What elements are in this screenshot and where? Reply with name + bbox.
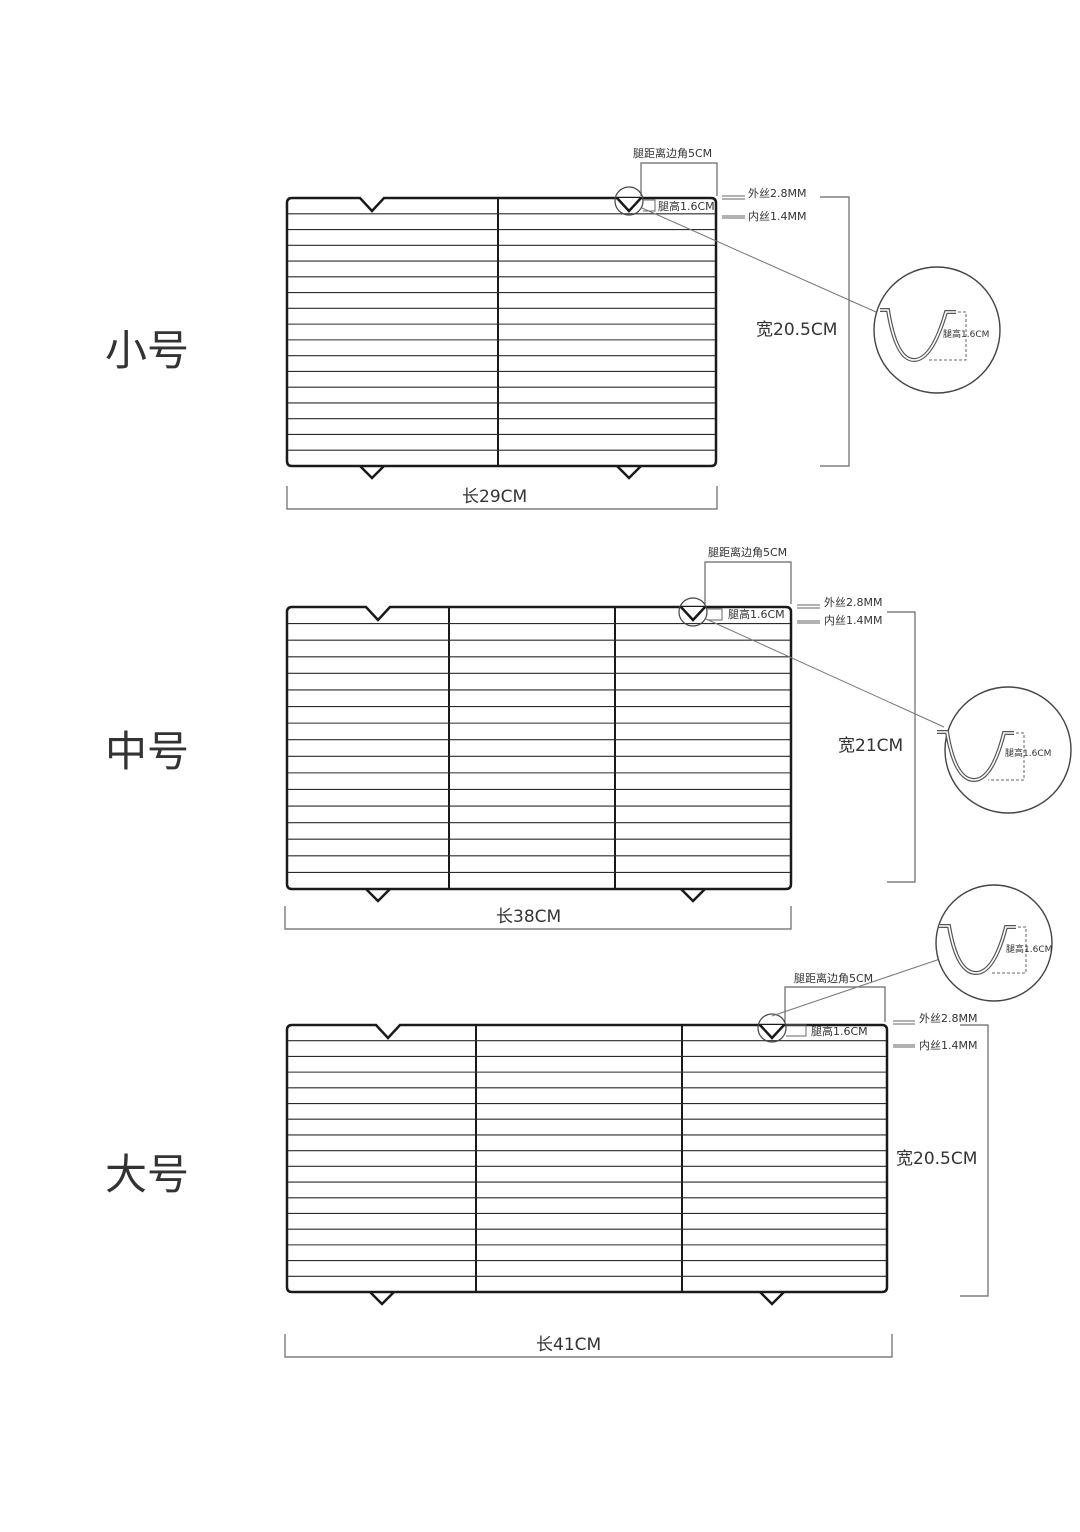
length-dimension-small — [286, 486, 718, 510]
size-label-small: 小号 — [105, 326, 189, 375]
detail-leg-label-large: 腿高1.6CM — [1006, 943, 1052, 955]
rack-leg-notch-small — [616, 197, 642, 213]
rack-foot-small-right — [616, 465, 642, 480]
detail-height-bracket-small — [928, 311, 967, 361]
rack-medium: 中号 长38CM 宽21CM 腿距离边角5CM 腿高1.6CM 外丝2.8MM … — [105, 545, 1072, 930]
rack-foot-small-left — [359, 465, 385, 480]
rack-foot-medium-right — [680, 888, 706, 903]
detail-height-bracket-medium — [988, 732, 1025, 781]
rack-frame-small — [285, 196, 718, 468]
inner-wire-marker-small — [722, 215, 745, 219]
rack-small: 小号 长29CM 宽20.5CM 腿距离边角5CM 腿高1.6CM 外丝2.8M… — [105, 146, 1001, 510]
leg-height-tick-large — [786, 1024, 807, 1037]
detail-leg-curve-inner-medium — [937, 731, 1014, 781]
inner-wire-marker-large — [893, 1044, 915, 1048]
leg-highlight-circle-small — [614, 186, 644, 216]
callout-line-medium — [705, 618, 945, 728]
leg-height-label-large: 腿高1.6CM — [811, 1024, 868, 1038]
width-dimension-large — [960, 1024, 989, 1297]
rack-wires-small — [288, 213, 715, 451]
width-label-medium: 宽21CM — [838, 736, 903, 756]
rack-foot-large-right — [759, 1291, 785, 1306]
detail-leg-label-medium: 腿高1.6CM — [1005, 747, 1051, 759]
leg-offset-bracket-medium — [704, 561, 792, 604]
size-label-medium: 中号 — [105, 727, 189, 776]
outer-wire-label-small: 外丝2.8MM — [748, 187, 806, 200]
outer-wire-marker-small — [722, 195, 745, 200]
rack-frame-large — [285, 1023, 889, 1294]
rack-wires-medium — [288, 623, 790, 873]
width-dimension-medium — [887, 611, 916, 883]
length-dimension-medium — [284, 906, 792, 930]
inner-wire-label-small: 内丝1.4MM — [748, 209, 806, 223]
size-label-large: 大号 — [105, 1150, 189, 1199]
outer-wire-marker-large — [893, 1020, 915, 1025]
length-label-small: 长29CM — [462, 487, 527, 507]
rack-frame-medium — [285, 605, 793, 891]
width-label-large: 宽20.5CM — [896, 1149, 977, 1169]
width-label-small: 宽20.5CM — [756, 320, 837, 340]
detail-circle-large — [935, 884, 1053, 1002]
rack-large: 大号 长41CM 宽20.5CM 腿距离边角5CM 腿高1.6CM 外丝2.8M… — [105, 884, 1053, 1358]
inner-wire-marker-medium — [797, 620, 820, 624]
length-dimension-large — [284, 1334, 893, 1358]
leg-offset-label-medium: 腿距离边角5CM — [708, 545, 787, 559]
detail-circle-small — [873, 266, 1001, 394]
leg-height-label-small: 腿高1.6CM — [658, 199, 715, 213]
length-label-large: 长41CM — [536, 1335, 601, 1355]
rack-foot-large-left — [369, 1291, 395, 1306]
detail-leg-curve-inner-small — [880, 309, 956, 361]
inner-wire-label-medium: 内丝1.4MM — [824, 613, 882, 627]
inner-wire-label-large: 内丝1.4MM — [919, 1038, 977, 1052]
leg-offset-label-small: 腿距离边角5CM — [633, 146, 712, 160]
leg-height-tick-medium — [707, 608, 723, 621]
rack-foot-medium-left — [365, 888, 391, 903]
leg-highlight-circle-large — [757, 1013, 787, 1043]
leg-offset-bracket-large — [784, 986, 886, 1022]
width-dimension-small — [820, 196, 850, 467]
length-label-medium: 长38CM — [496, 907, 561, 927]
leg-height-label-medium: 腿高1.6CM — [728, 607, 785, 621]
callout-line-small — [641, 207, 877, 313]
rack-wires-large — [288, 1040, 886, 1277]
leg-highlight-circle-medium — [678, 597, 708, 627]
outer-wire-label-large: 外丝2.8MM — [919, 1012, 977, 1025]
leg-offset-bracket-small — [640, 162, 718, 196]
rack-leg-notch-medium — [680, 606, 706, 622]
rack-leg-notch-large — [759, 1024, 785, 1040]
detail-leg-label-small: 腿高1.6CM — [943, 328, 989, 340]
detail-leg-curve-inner-large — [939, 925, 1016, 974]
outer-wire-label-medium: 外丝2.8MM — [824, 596, 882, 609]
callout-line-large — [771, 958, 941, 1017]
outer-wire-marker-medium — [797, 604, 820, 609]
detail-height-bracket-large — [990, 926, 1027, 974]
leg-offset-label-large: 腿距离边角5CM — [794, 971, 873, 985]
